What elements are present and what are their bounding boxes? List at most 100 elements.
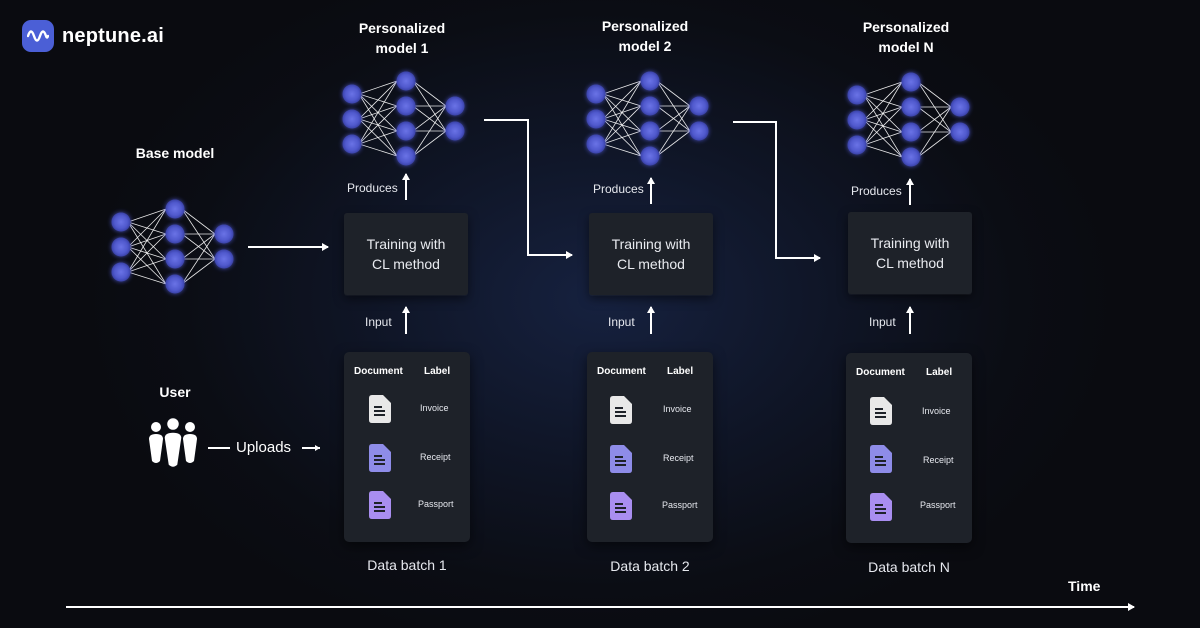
network-node (640, 121, 660, 141)
users-group-icon (149, 417, 197, 469)
document-file-icon (369, 444, 391, 472)
network-edge (602, 143, 642, 157)
column-header-label: Label (926, 367, 953, 378)
stage-1-batch-label: Data batch 1 (367, 557, 447, 573)
network-node (165, 274, 185, 294)
network-node (165, 224, 185, 244)
network-edge (863, 81, 903, 121)
network-edge (127, 208, 167, 248)
network-node (445, 96, 465, 116)
column-header-document: Document (597, 366, 646, 377)
row-label-invoice: Invoice (663, 404, 692, 414)
network-node (396, 121, 416, 141)
network-node (901, 122, 921, 142)
document-file-icon (369, 491, 391, 519)
network-edge (181, 208, 216, 235)
network-edge (127, 208, 167, 273)
network-edge (602, 105, 642, 145)
brand-logo[interactable]: neptune.ai (22, 20, 164, 52)
network-node (847, 135, 867, 155)
document-file-icon (870, 445, 892, 473)
network-node (950, 122, 970, 142)
network-edge (358, 80, 398, 145)
stage-2-network-icon (586, 71, 709, 166)
uploads-label: Uploads (236, 439, 292, 456)
base-model-title: Base model (135, 145, 215, 161)
stage-3-produces-label: Produces (851, 184, 902, 198)
network-edge (863, 131, 903, 146)
network-node (586, 109, 606, 129)
network-node (165, 249, 185, 269)
document-file-icon (610, 445, 632, 473)
network-node (396, 71, 416, 91)
row-label-invoice: Invoice (922, 406, 951, 416)
stage-1-network-icon (342, 71, 465, 166)
document-file-icon (870, 397, 892, 425)
row-label-receipt: Receipt (923, 455, 954, 465)
column-header-label: Label (424, 366, 451, 377)
network-node (342, 134, 362, 154)
network-node (396, 96, 416, 116)
network-edge (181, 233, 216, 260)
network-edge (127, 258, 167, 273)
network-node (901, 147, 921, 167)
network-node (847, 110, 867, 130)
stage-3-network-icon (847, 72, 970, 167)
column-header-label: Label (667, 366, 694, 377)
stage-1-input-label: Input (365, 315, 392, 329)
network-edge (656, 80, 691, 107)
network-edge (656, 130, 691, 157)
network-node (111, 237, 131, 257)
network-edge (602, 80, 642, 120)
network-edge (863, 144, 903, 158)
network-edge (127, 208, 167, 223)
network-node (901, 97, 921, 117)
network-edge (656, 105, 691, 132)
arrow-stage-2-to-stage-3 (733, 121, 821, 262)
network-edge (917, 81, 952, 108)
row-label-receipt: Receipt (420, 452, 451, 462)
network-node (445, 121, 465, 141)
network-edge (863, 81, 903, 146)
network-edge (181, 258, 216, 285)
brand-name: neptune.ai (62, 24, 165, 47)
network-node (111, 262, 131, 282)
base-model-network-icon (111, 199, 234, 294)
network-node (586, 84, 606, 104)
network-node (689, 121, 709, 141)
stage-3-document-table: Document Label Invoice Receipt Passport (846, 353, 972, 543)
document-file-icon (610, 396, 632, 424)
row-label-passport: Passport (418, 499, 454, 509)
stage-1-document-table: Document Label Invoice Receipt Passport (344, 352, 470, 542)
network-edge (863, 81, 903, 96)
network-node (901, 72, 921, 92)
network-edge (602, 130, 642, 145)
neptune-logo-icon (22, 20, 54, 52)
network-edge (358, 105, 398, 145)
user-title: User (159, 384, 191, 400)
row-label-invoice: Invoice (420, 403, 449, 413)
stage-2-produces-label: Produces (593, 182, 644, 196)
row-label-receipt: Receipt (663, 453, 694, 463)
network-edge (602, 80, 642, 145)
network-node (689, 96, 709, 116)
stage-2-document-table: Document Label Invoice Receipt Passport (587, 352, 713, 542)
stage-2-batch-label: Data batch 2 (610, 558, 690, 574)
network-edge (127, 233, 167, 273)
arrow-stage-1-to-stage-2 (484, 119, 573, 259)
network-edge (358, 80, 398, 95)
network-edge (602, 80, 642, 95)
network-edge (917, 106, 952, 158)
network-node (342, 109, 362, 129)
document-file-icon (870, 493, 892, 521)
network-node (847, 85, 867, 105)
time-axis-label: Time (1068, 578, 1101, 594)
stage-2-input-label: Input (608, 315, 635, 329)
network-node (342, 84, 362, 104)
